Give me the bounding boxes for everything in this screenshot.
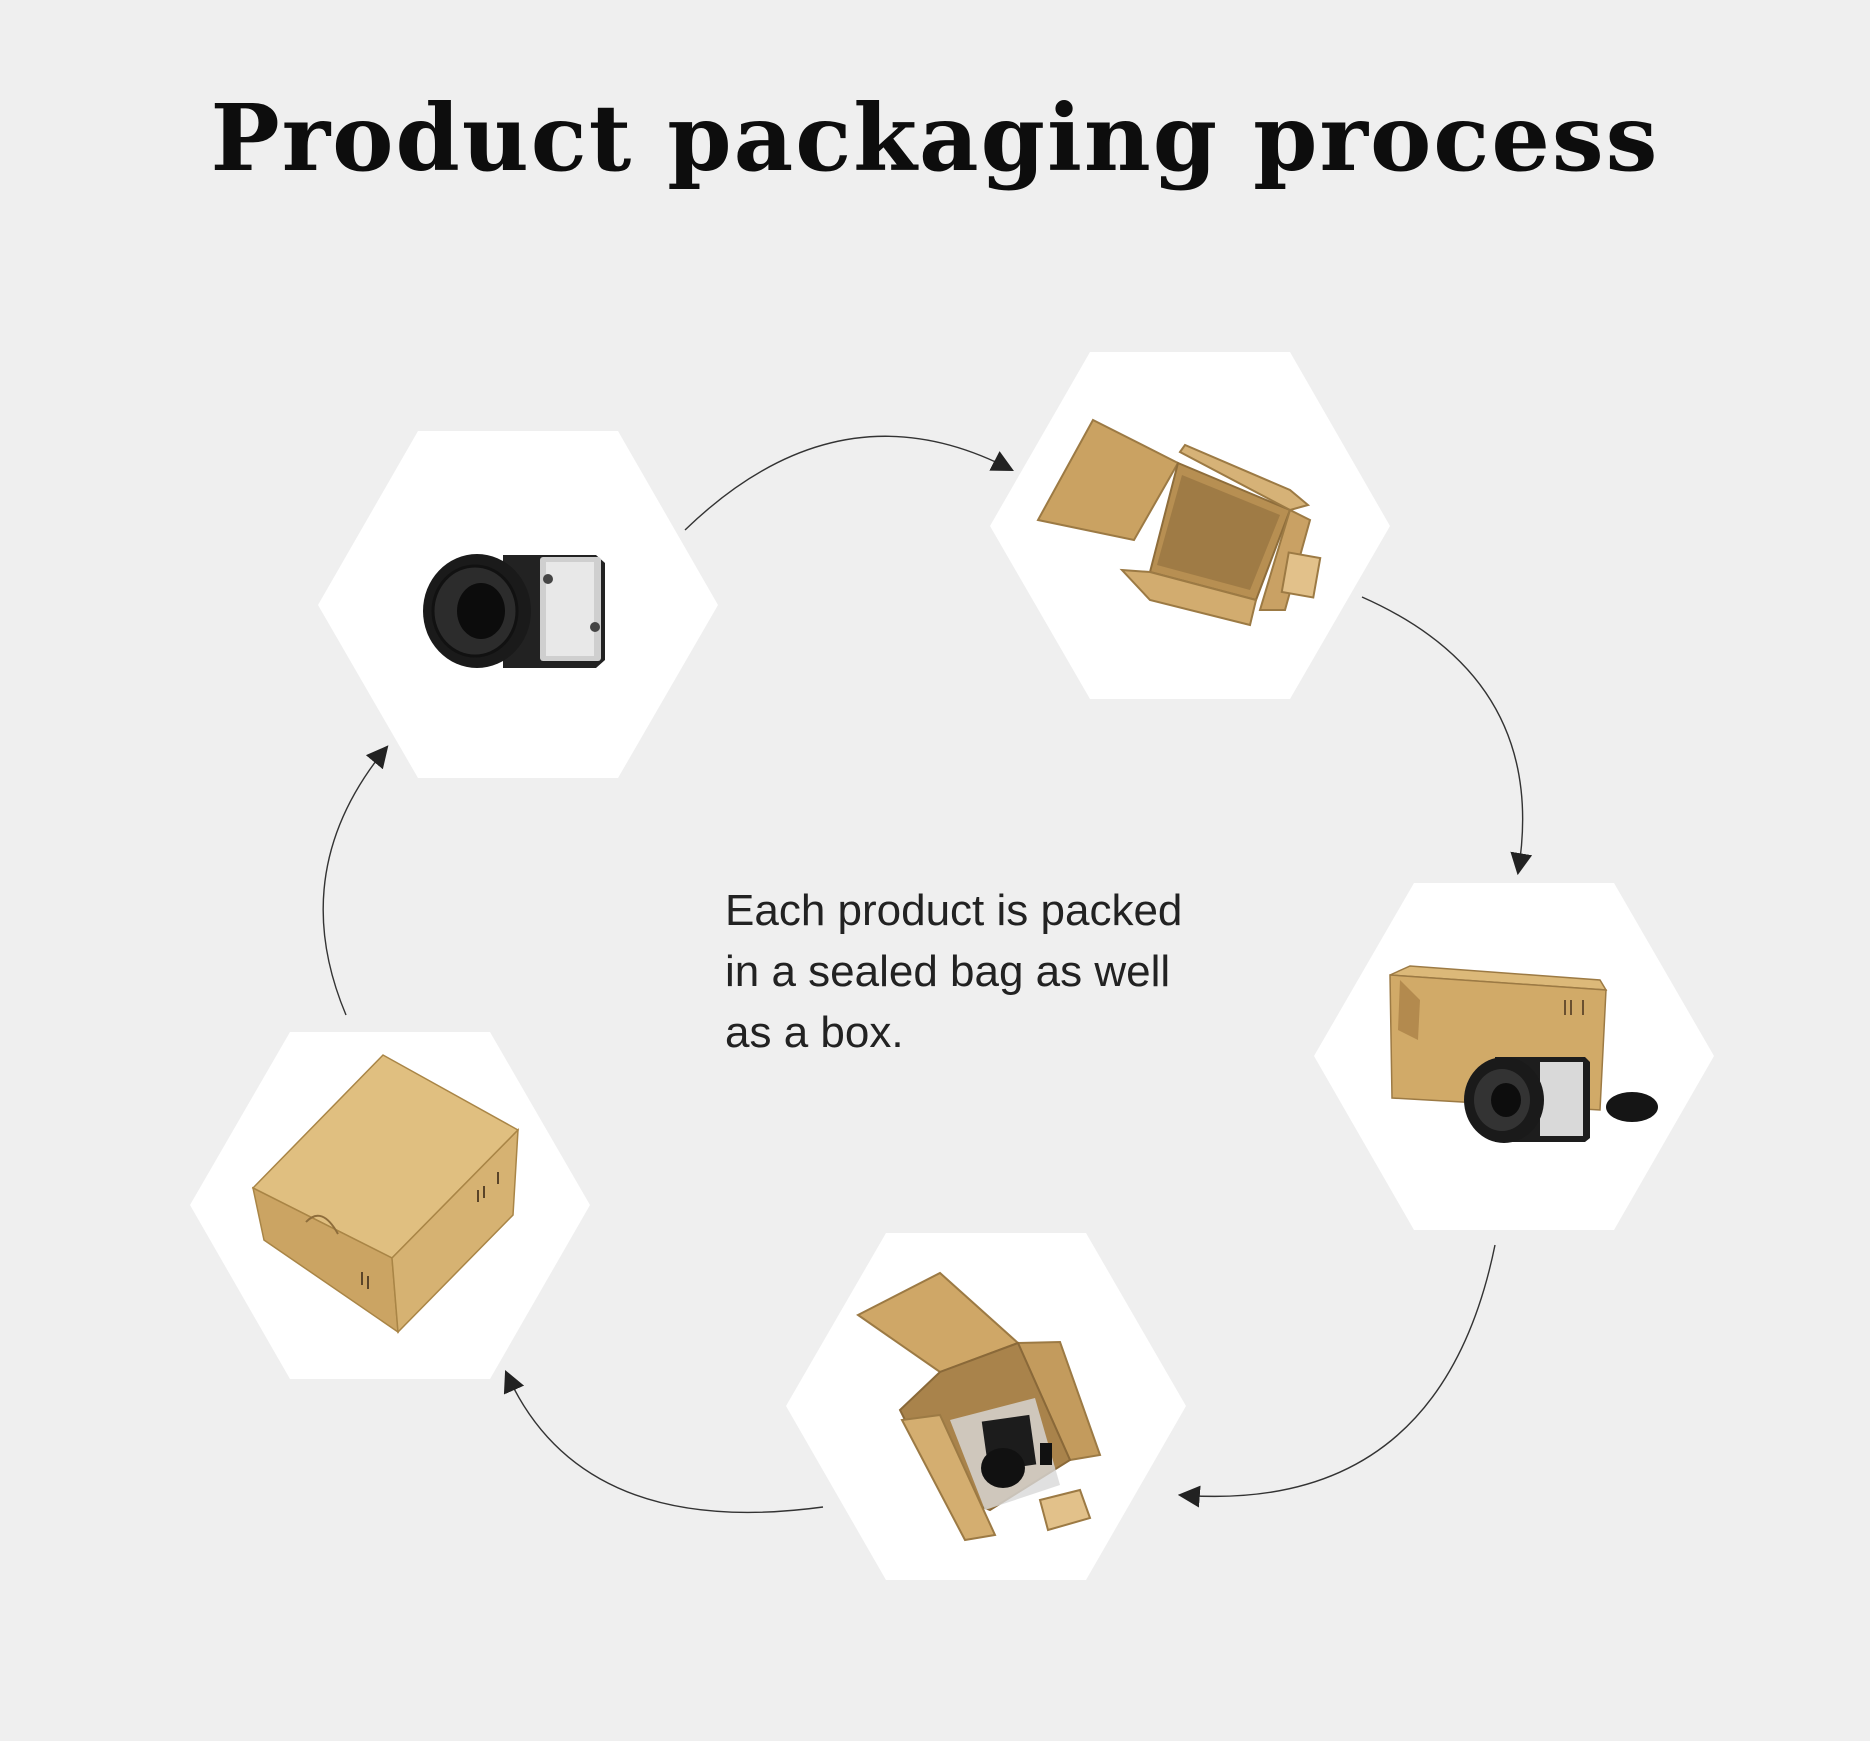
arrow-step4-to-step5: [503, 1369, 824, 1514]
closed-box-icon: [251, 1054, 520, 1334]
step-4-camera-in-box: [786, 1233, 1186, 1580]
open-box-icon: [1036, 418, 1322, 627]
step-1-camera: [318, 431, 718, 778]
diagram-title: Product packaging process: [210, 84, 1660, 192]
arrow-step2-to-step3: [1361, 596, 1533, 876]
caption-line-3: as a box.: [725, 1008, 904, 1057]
arrow-step1-to-step2: [684, 435, 1014, 531]
camera-in-open-box-icon: [856, 1271, 1102, 1542]
step-3-camera-and-box: [1314, 883, 1714, 1230]
camera-icon: [423, 554, 605, 668]
caption-line-1: Each product is packed: [725, 886, 1183, 935]
step-5-closed-box: [190, 1032, 590, 1379]
step-2-open-box: [990, 352, 1390, 699]
arrow-step5-to-step1: [322, 745, 389, 1016]
camera-beside-box-icon: [1389, 965, 1658, 1143]
caption-line-2: in a sealed bag as well: [725, 947, 1171, 996]
arrow-step3-to-step4: [1177, 1244, 1496, 1508]
process-caption: Each product is packed in a sealed bag a…: [725, 880, 1245, 1063]
